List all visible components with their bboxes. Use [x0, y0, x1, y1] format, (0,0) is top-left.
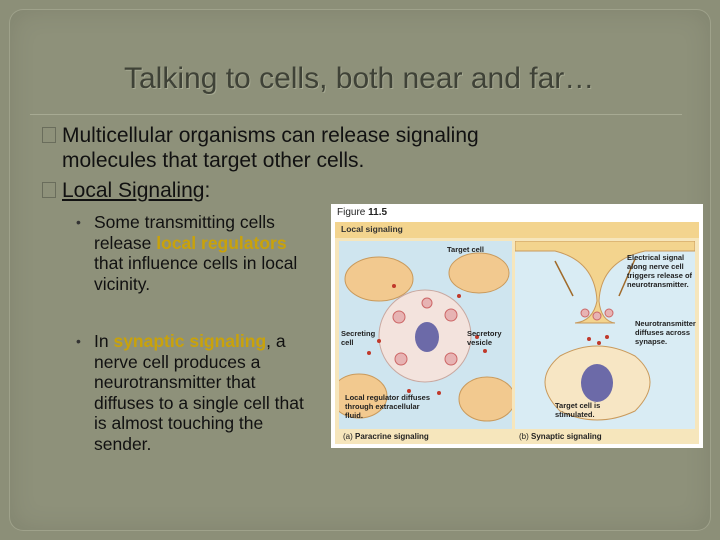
bullet-box-icon	[42, 182, 56, 198]
bullet-multicellular-line2: molecules that target other cells.	[42, 148, 652, 173]
label-local-regulator: Local regulator diffuses through extrace…	[345, 393, 435, 420]
panel-b-label: (b) Synaptic signaling	[519, 432, 602, 441]
figure-caption-number: 11.5	[368, 207, 387, 218]
figure-body: Local signaling	[335, 222, 699, 444]
bullet-dot-icon: •	[76, 212, 81, 233]
bullet-multicellular: Multicellular organisms can release sign…	[42, 123, 652, 173]
panel-a-letter: (a)	[343, 432, 353, 441]
title-divider	[30, 114, 682, 115]
figure-caption-prefix: Figure	[337, 207, 365, 218]
figure-band-label: Local signaling	[341, 224, 403, 234]
bullet-multicellular-line1: Multicellular organisms can release sign…	[62, 124, 479, 147]
label-target-stimulated: Target cell is stimulated.	[555, 401, 615, 419]
label-target-cell: Target cell	[447, 245, 484, 254]
panel-b-letter: (b)	[519, 432, 529, 441]
bullet-local-signaling: Local Signaling:	[42, 178, 210, 203]
label-electrical-signal: Electrical signal along nerve cell trigg…	[627, 253, 695, 289]
sub-bullet-synaptic: • In synaptic signaling, a nerve cell pr…	[76, 331, 316, 454]
label-secretory-vesicle: Secretory vesicle	[467, 329, 509, 347]
panel-a-name: Paracrine signaling	[355, 432, 429, 441]
local-signaling-colon: :	[204, 179, 210, 202]
bullet-dot-icon: •	[76, 331, 81, 352]
panel-a-label: (a) Paracrine signaling	[343, 432, 429, 441]
sub-bullet-local-regulators: • Some transmitting cells release local …	[76, 212, 306, 294]
label-secreting-cell: Secreting cell	[341, 329, 379, 347]
figure-band: Local signaling	[335, 222, 699, 238]
sub1-text-post: that influence cells in local vicinity.	[94, 253, 297, 294]
sub2-text-pre: In	[94, 331, 113, 351]
figure-local-signaling: Figure 11.5 Local signaling	[331, 204, 703, 448]
label-neurotransmitter: Neurotransmitter diffuses across synapse…	[635, 319, 695, 346]
panel-paracrine: Target cell Secreting cell Secretory ves…	[339, 241, 512, 429]
panel-synaptic: Electrical signal along nerve cell trigg…	[515, 241, 695, 429]
bullet-box-icon	[42, 127, 56, 143]
figure-caption: Figure 11.5	[337, 207, 387, 218]
sub1-highlight: local regulators	[156, 233, 286, 253]
local-signaling-label: Local Signaling	[62, 179, 204, 202]
sub2-highlight: synaptic signaling	[113, 331, 266, 351]
slide-title: Talking to cells, both near and far…	[124, 62, 594, 96]
panel-b-name: Synaptic signaling	[531, 432, 602, 441]
